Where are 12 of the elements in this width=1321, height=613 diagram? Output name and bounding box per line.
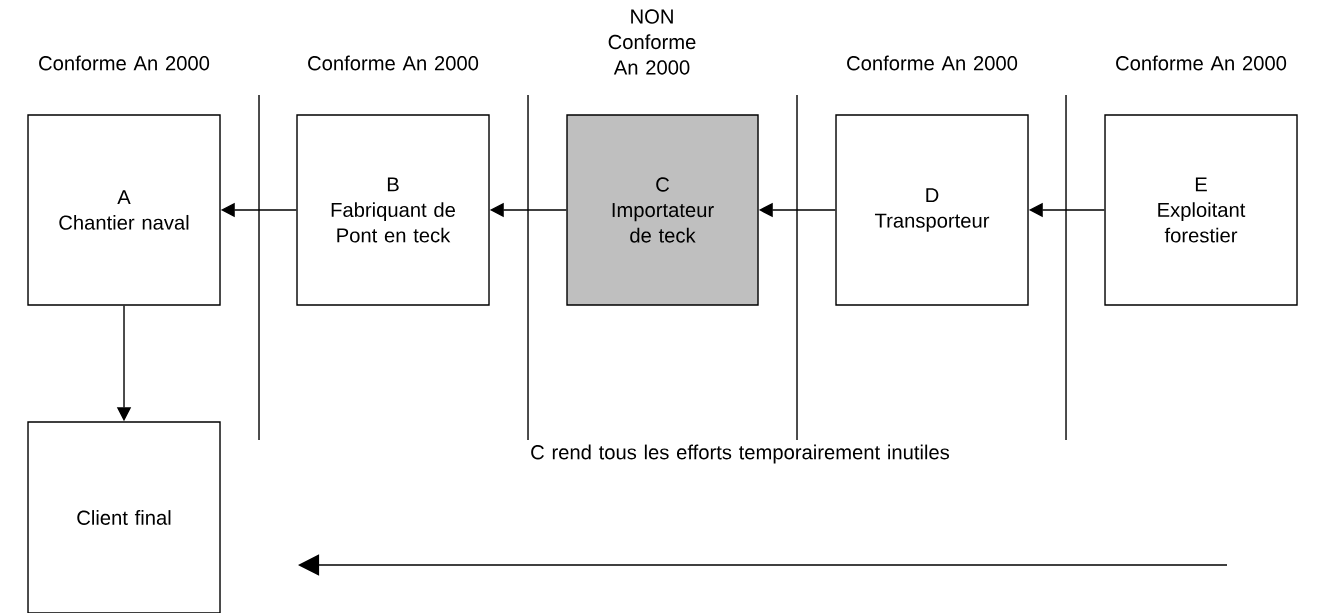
column-heading: NON Conforme An 2000 xyxy=(608,9,696,75)
column-heading: Conforme An 2000 xyxy=(39,55,210,71)
process-box: Client final xyxy=(27,421,221,613)
process-box: D Transporteur xyxy=(835,114,1029,306)
column-heading: Conforme An 2000 xyxy=(308,55,479,71)
process-box: B Fabriquant de Pont en teck xyxy=(296,114,490,306)
column-heading: Conforme An 2000 xyxy=(847,55,1018,71)
note: C rend tous les efforts temporairement inutiles xyxy=(531,444,950,464)
process-box: C Importateur de teck xyxy=(566,114,759,306)
process-box: A Chantier naval xyxy=(27,114,221,306)
column-heading: Conforme An 2000 xyxy=(1116,55,1287,71)
process-box: E Exploitant forestier xyxy=(1104,114,1298,306)
